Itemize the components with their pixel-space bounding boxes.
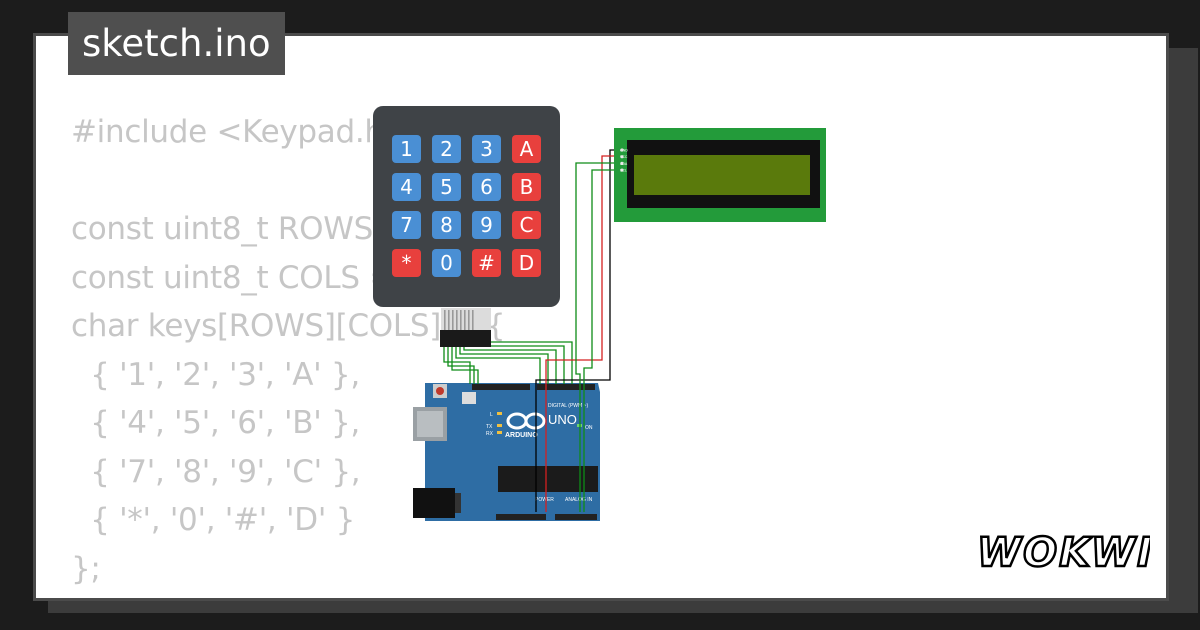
key-label: 1 [400, 137, 413, 161]
key-C[interactable]: C [512, 211, 541, 239]
tx-label: TX [486, 424, 493, 430]
key-label: * [402, 251, 412, 275]
key-label: 3 [480, 137, 493, 161]
keypad-pin [464, 310, 466, 330]
key-#[interactable]: # [472, 249, 501, 277]
lcd-pin-label: VCC [620, 155, 628, 159]
membrane-keypad[interactable]: 1 2 3 A 4 5 6 B 7 8 9 C * 0 # D [373, 106, 560, 347]
code-line: }; [71, 550, 101, 587]
key-4[interactable]: 4 [392, 173, 421, 201]
code-line: { '4', '5', '6', 'B' }, [71, 405, 360, 441]
key-2[interactable]: 2 [432, 135, 461, 163]
lcd-pin-label: GND [620, 149, 628, 153]
key-D[interactable]: D [512, 249, 541, 277]
lcd-pin [620, 155, 624, 159]
code-line: { '7', '8', '9', 'C' }, [71, 453, 361, 490]
key-3[interactable]: 3 [472, 135, 501, 163]
key-label: C [520, 213, 534, 237]
reset-button[interactable] [436, 387, 444, 395]
power-jack-icon [413, 488, 455, 518]
keypad-pin [456, 310, 458, 330]
lcd-pin [620, 148, 624, 152]
arduino-uno-board[interactable]: UNO ARDUINO DIGITAL (PWM ~) POWER ANALOG… [413, 383, 600, 521]
key-label: 4 [400, 175, 413, 199]
key-9[interactable]: 9 [472, 211, 501, 239]
key-7[interactable]: 7 [392, 211, 421, 239]
lcd-pin [620, 161, 624, 165]
key-*[interactable]: * [392, 249, 421, 277]
key-5[interactable]: 5 [432, 173, 461, 201]
lcd-pin [620, 168, 624, 172]
board-brand: ARDUINO [505, 432, 538, 439]
key-label: A [520, 137, 534, 161]
keypad-pin [460, 310, 462, 330]
keypad-pin [452, 310, 454, 330]
keypad-pin [444, 310, 446, 330]
key-label: 6 [480, 175, 493, 199]
key-label: 7 [400, 213, 413, 237]
keypad-pin [468, 310, 470, 330]
wokwi-logo: WOKWI [976, 529, 1150, 576]
digital-header-left [472, 384, 530, 390]
power-header [496, 514, 546, 520]
lcd-pin-label: SCL [620, 169, 627, 173]
key-label: D [519, 251, 534, 275]
key-label: 9 [480, 213, 493, 237]
file-tab[interactable]: sketch.ino [68, 12, 285, 75]
key-label: 5 [440, 175, 453, 199]
digital-header-right [537, 384, 595, 390]
key-label: 0 [440, 251, 453, 275]
lcd-display[interactable]: GND VCC SDA SCL [614, 128, 826, 222]
lcd-pin-label: SDA [620, 162, 628, 166]
microcontroller-chip [498, 466, 598, 492]
key-label: # [478, 251, 495, 275]
l-label: L [490, 412, 493, 418]
wokwi-logo-text: WOKWI [977, 530, 1150, 576]
key-6[interactable]: 6 [472, 173, 501, 201]
power-label: POWER [535, 497, 554, 503]
key-0[interactable]: 0 [432, 249, 461, 277]
keypad-pin [448, 310, 450, 330]
analog-header [555, 514, 597, 520]
key-A[interactable]: A [512, 135, 541, 163]
key-label: 8 [440, 213, 453, 237]
key-8[interactable]: 8 [432, 211, 461, 239]
arduino-logo-icon [506, 412, 546, 430]
on-label: ON [585, 425, 593, 431]
digital-label: DIGITAL (PWM ~) [548, 403, 588, 409]
board-model: UNO [548, 412, 577, 427]
keypad-pin [472, 310, 474, 330]
key-B[interactable]: B [512, 173, 541, 201]
key-1[interactable]: 1 [392, 135, 421, 163]
key-label: B [520, 175, 534, 199]
analog-label: ANALOG IN [565, 497, 593, 503]
key-label: 2 [440, 137, 453, 161]
rx-label: RX [486, 431, 494, 437]
code-line: { '1', '2', '3', 'A' }, [71, 356, 360, 393]
code-line: { '*', '0', '#', 'D' } [71, 502, 356, 538]
